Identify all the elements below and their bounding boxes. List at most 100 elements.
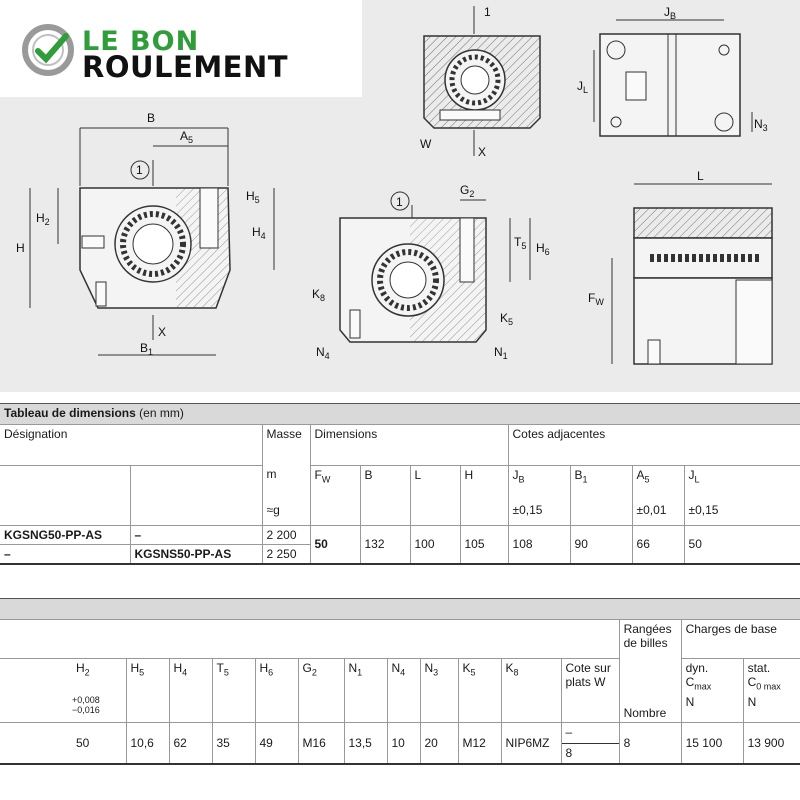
col-N3: N3 [419,658,458,723]
header-m: m [261,465,310,501]
drawing-svg: B A5 1 H H2 H5 H4 B1 X 1 G2 T5 H6 K8 K5 [16,5,773,365]
front-view [29,127,275,356]
header-rangees: Rangées de billes [618,620,682,658]
callout-1: 1 [136,163,143,177]
header-designation: Désignation [0,425,262,466]
label-B1: B1 [140,341,153,357]
row1-mass: 2 200 [261,525,310,544]
col-JB: JB [507,465,571,501]
table1-unit: (en mm) [139,406,184,420]
label-W: W [420,137,432,151]
plan-view [593,19,753,137]
col-K8: K8 [500,658,561,723]
technical-drawing: B A5 1 H H2 H5 H4 B1 X 1 G2 T5 H6 K8 K5 [0,0,800,392]
val-dyn: 15 100 [680,722,744,765]
label-H5: H5 [246,189,260,205]
label-JB: JB [664,5,676,21]
col-stat: stat. C0 max N [742,658,800,723]
col-T5: T5 [211,658,255,723]
col-nombre: Nombre [618,658,682,723]
row2-designation2: KGSNS50-PP-AS [129,543,262,565]
val-B: 132 [359,525,410,565]
val-K8: NIP6MZ [500,722,561,765]
header-approx-g: ≈g [261,501,310,526]
col-H6: H6 [254,658,298,723]
col-H: H [459,465,509,501]
val-B1: 90 [569,525,633,565]
row1-designation2: – [129,525,262,544]
val-H6: 49 [254,722,298,765]
row2-designation1: – [0,543,130,565]
col-L: L [409,465,460,501]
label-G2: G2 [460,183,474,199]
adjacent-table: Rangées de billes Charges de base H2 +0,… [0,620,800,765]
val-H2: 50 [0,722,126,765]
tol-JL: ±0,15 [683,501,800,526]
label-K8: K8 [312,287,325,303]
val-FW: 50 [309,525,360,565]
val-N4: 10 [386,722,420,765]
label-N3: N3 [754,117,768,133]
label-A5: A5 [180,129,193,145]
callout-1b: 1 [396,195,403,209]
label-L: L [697,169,704,183]
col-N4: N4 [386,658,420,723]
val-stat: 13 900 [742,722,800,765]
label-N1: N1 [494,345,508,361]
top-section-view [423,6,541,156]
col-N1: N1 [343,658,387,723]
label-T5: T5 [514,235,526,251]
tol-JB: ±0,15 [507,501,571,526]
tol-H2: +0,008−0,016 [72,694,100,715]
col-K5: K5 [457,658,501,723]
label-JL: JL [577,79,588,95]
val-H4: 62 [168,722,212,765]
table1-title: Tableau de dimensions [4,406,136,420]
label-x-small: X [478,145,486,159]
header-charges: Charges de base [680,620,800,659]
dimensions-table: Désignation Masse Dimensions Cotes adjac… [0,425,800,565]
table2-title-bar [0,598,800,620]
val-A5: 66 [631,525,685,565]
label-H6: H6 [536,241,550,257]
logo-panel: LE BON ROULEMENT [0,0,362,97]
val-L: 100 [409,525,460,565]
val-W: – 8 [560,722,620,765]
col-dyn: dyn. Cmax N [680,658,744,723]
header-dimensions: Dimensions [309,425,509,466]
val-K5: M12 [457,722,501,765]
val-JL: 50 [683,525,800,565]
label-FW: FW [588,291,604,307]
label-B: B [147,111,155,125]
row1-designation1: KGSNG50-PP-AS [4,527,103,542]
label-X: X [158,325,166,339]
label-H4: H4 [252,225,266,241]
val-N3: 20 [419,722,458,765]
col-JL: JL [683,465,800,501]
row2-mass: 2 250 [261,543,310,565]
header-masse: Masse [261,425,310,465]
val-T5: 35 [211,722,255,765]
tol-A5: ±0,01 [631,501,685,526]
col-FW: FW [309,465,360,501]
col-H4: H4 [168,658,212,723]
logo-line1: LE BON [82,26,200,57]
label-H: H [16,241,25,255]
col-G2: G2 [297,658,344,723]
callout-1c: 1 [484,5,491,19]
val-H5: 10,6 [125,722,169,765]
val-N1: 13,5 [343,722,387,765]
col-B: B [359,465,410,501]
label-K5: K5 [500,311,513,327]
table1-title-bar: Tableau de dimensions (en mm) [0,403,800,425]
section-view [339,191,531,343]
side-view [611,183,773,365]
header-cotes: Cotes adjacentes [507,425,800,466]
val-G2: M16 [297,722,344,765]
val-JB: 108 [507,525,571,565]
label-H2: H2 [36,211,50,227]
val-H: 105 [459,525,509,565]
col-A5: A5 [631,465,685,501]
label-N4: N4 [316,345,330,361]
col-H2: H2 +0,008−0,016 [0,658,126,723]
